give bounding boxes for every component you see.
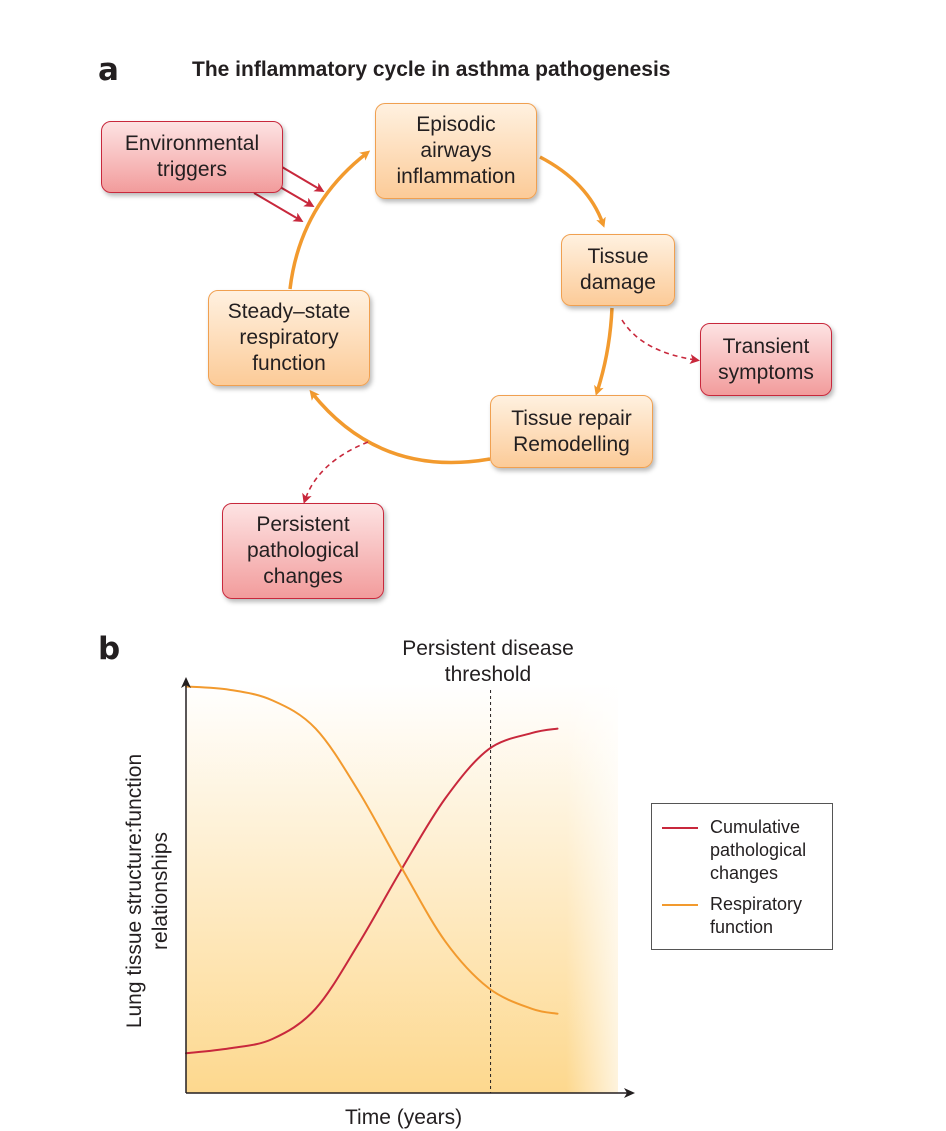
steady-state-box: Steady–state respiratory function — [208, 290, 370, 386]
threshold-label: Persistent disease threshold — [350, 636, 626, 688]
legend-label-respiratory: Respiratory function — [710, 893, 802, 939]
steady-state-line-2: respiratory — [239, 326, 339, 349]
persistent-changes-box: Persistent pathological changes — [222, 503, 384, 599]
legend-respiratory-line-2: function — [710, 917, 774, 937]
line-chart — [181, 677, 635, 1098]
y-axis-label-line-2: relationships — [149, 832, 172, 950]
legend-label-cumulative: Cumulative pathological changes — [710, 816, 806, 885]
y-axis-label-line-1: Lung tissue structure:function — [123, 753, 146, 1029]
dashed-arrow-to-transient-symptoms — [621, 319, 700, 365]
tissue-damage-box: Tissue damage — [561, 234, 675, 306]
tissue-repair-box: Tissue repair Remodelling — [490, 395, 653, 468]
legend-swatch-respiratory — [662, 904, 698, 906]
plot-background-fade — [186, 684, 618, 1093]
threshold-label-line-2: threshold — [444, 663, 532, 686]
panel-a-letter: a — [98, 52, 119, 88]
dashed-arrow-to-persistent-changes — [302, 441, 369, 504]
episodic-inflammation-line-1: Episodic — [416, 113, 496, 136]
series-line-cumulative-pathological-changes — [185, 727, 559, 1055]
episodic-inflammation-box: Episodic airways inflammation — [375, 103, 537, 199]
steady-state-line-3: function — [252, 352, 326, 375]
diagram-title: The inflammatory cycle in asthma pathoge… — [192, 58, 671, 81]
legend-cumulative-line-1: Cumulative — [710, 817, 801, 837]
episodic-inflammation-line-3: inflammation — [396, 165, 516, 188]
cycle-arrow-steady-to-inflammation — [288, 150, 371, 290]
trigger-arrow-1 — [281, 166, 325, 193]
legend-item-respiratory: Respiratory function — [662, 893, 824, 939]
cycle-arrow-damage-to-repair — [594, 307, 614, 396]
series-line-respiratory-function — [185, 685, 559, 1015]
tissue-repair-line-1: Tissue repair — [511, 406, 632, 430]
legend-cumulative-line-2: pathological — [710, 840, 807, 860]
steady-state-line-1: Steady–state — [227, 300, 351, 323]
persistent-changes-line-3: changes — [263, 565, 343, 588]
transient-symptoms-line-1: Transient — [722, 334, 810, 358]
chart-legend: Cumulative pathological changes Respirat… — [651, 803, 833, 950]
environmental-triggers-box: Environmental triggers — [101, 121, 283, 193]
legend-respiratory-line-1: Respiratory — [710, 894, 803, 914]
cycle-arrow-repair-to-steady — [309, 389, 491, 465]
transient-symptoms-line-2: symptoms — [718, 360, 814, 384]
environmental-triggers-line-1: Environmental — [124, 132, 260, 155]
persistent-changes-line-1: Persistent — [256, 513, 350, 536]
cycle-arrows — [253, 150, 700, 504]
threshold-label-line-1: Persistent disease — [402, 637, 574, 660]
tissue-damage-line-2: damage — [580, 271, 656, 294]
legend-cumulative-line-3: changes — [710, 863, 779, 883]
legend-item-cumulative: Cumulative pathological changes — [662, 816, 824, 885]
tissue-repair-line-2: Remodelling — [513, 432, 630, 456]
tissue-damage-line-1: Tissue — [587, 245, 649, 268]
environmental-triggers-line-2: triggers — [156, 158, 228, 181]
legend-swatch-cumulative — [662, 827, 698, 829]
transient-symptoms-box: Transient symptoms — [700, 323, 832, 396]
panel-b-letter: b — [98, 631, 121, 667]
trigger-arrow-3 — [253, 192, 304, 223]
y-axis-label: Lung tissue structure:function relations… — [122, 736, 174, 1046]
persistent-changes-line-2: pathological — [246, 539, 360, 562]
episodic-inflammation-line-2: airways — [420, 139, 492, 162]
x-axis-label: Time (years) — [345, 1106, 463, 1129]
cycle-arrow-inflammation-to-damage — [539, 155, 606, 228]
